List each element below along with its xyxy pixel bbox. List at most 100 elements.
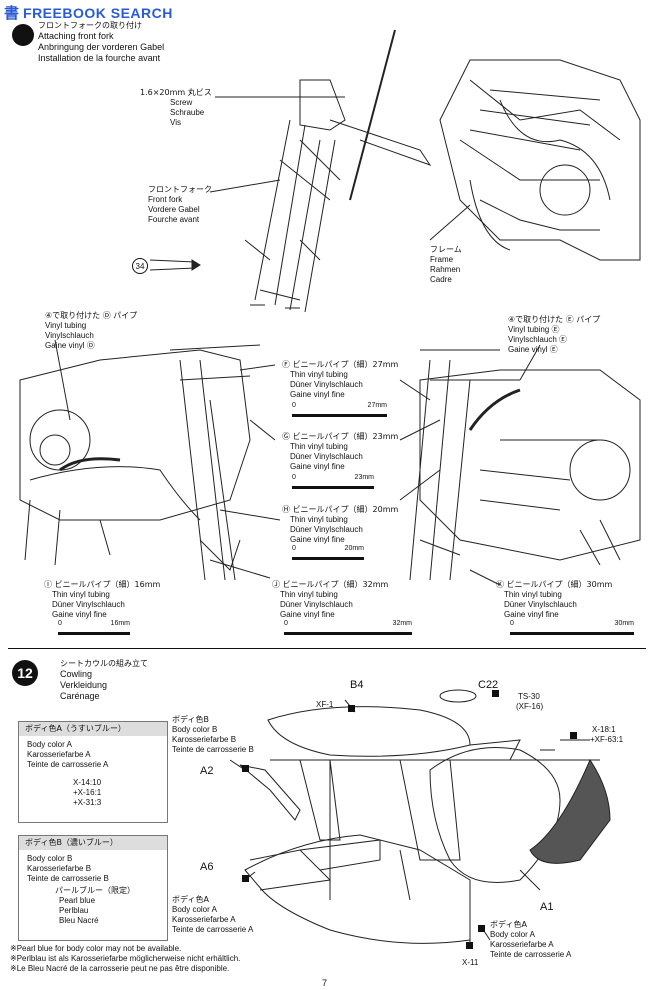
pipe-d-label: ④で取り付けた Ⓓ パイプ Vinyl tubing Vinylschlauch…	[45, 311, 137, 351]
body-color-a-left-jp: ボディ色A	[172, 895, 209, 904]
part-ts30: TS-30	[518, 692, 540, 701]
tube-h-fr: Gaine vinyl fine	[290, 535, 345, 544]
tube-i-ruler: 0 16mm	[58, 620, 130, 636]
part-a2: A2	[200, 765, 214, 777]
color-b-l2: Karosseriefarbe B	[27, 864, 92, 873]
tube-k-ruler: 0 30mm	[510, 620, 634, 636]
pipe-e-label: ④で取り付けた Ⓔ パイプ Vinyl tubing Ⓔ Vinylschlau…	[508, 315, 600, 355]
body-color-b-fr: Teinte de carrosserie B	[172, 745, 254, 754]
fork-label-en: Front fork	[148, 195, 183, 204]
fork-label-jp: フロントフォーク	[148, 185, 212, 194]
tube-k-fr: Gaine vinyl fine	[504, 610, 559, 619]
color-a-labels: Body color A Karosseriefarbe A Teinte de…	[27, 740, 108, 770]
color-b-p1: パールブルー（限定）	[55, 886, 135, 895]
marker-a1	[478, 925, 485, 932]
body-color-a-left-en: Body color A	[172, 905, 217, 914]
color-a-l2: Karosseriefarbe A	[27, 750, 91, 759]
notes: ※Pearl blue for body color may not be av…	[10, 944, 240, 974]
color-b-head-text: ボディ色B（濃いブルー）	[25, 838, 118, 847]
color-b-p3: Perlblau	[59, 906, 89, 915]
tube-i-en: Thin vinyl tubing	[52, 590, 110, 599]
step-12-number: 12	[17, 665, 33, 681]
step-11-title-en: Attaching front fork	[38, 31, 114, 41]
color-b-l1: Body color B	[27, 854, 73, 863]
tube-i: Ⓘ ビニールパイプ（細）16mm Thin vinyl tubing Düner…	[44, 580, 161, 635]
step-11-badge	[12, 24, 34, 46]
tube-j-de: Düner Vinylschlauch	[280, 600, 353, 609]
ref-34-text: 34	[135, 261, 145, 271]
tube-h: Ⓗ ビニールパイプ（細）20mm Thin vinyl tubing Düner…	[282, 505, 398, 560]
tube-f-jp: Ⓕ ビニールパイプ（細）27mm	[282, 360, 399, 369]
tube-i-jp: Ⓘ ビニールパイプ（細）16mm	[44, 580, 161, 589]
frame-label-jp: フレーム	[430, 245, 462, 254]
fork-label-de: Vordere Gabel	[148, 205, 200, 214]
screw-label-de: Schraube	[170, 108, 205, 117]
tube-g-de: Düner Vinylschlauch	[290, 452, 363, 461]
frame-label: フレーム Frame Rahmen Cadre	[430, 245, 462, 285]
tube-f-fr: Gaine vinyl fine	[290, 390, 345, 399]
body-color-a-right-de: Karosseriefarbe A	[490, 940, 554, 949]
frame-label-en: Frame	[430, 255, 454, 264]
color-b-box: ボディ色B（濃いブルー） Body color B Karosseriefarb…	[18, 835, 168, 941]
note-2: ※Perlblau ist als Karosseriefarbe möglic…	[10, 954, 241, 963]
part-xf1: XF-1	[316, 700, 334, 709]
marker-b4	[348, 705, 355, 712]
tube-j-en: Thin vinyl tubing	[280, 590, 338, 599]
marker-x11	[466, 942, 473, 949]
tube-g-zero: 0	[292, 474, 296, 481]
step-12-title-fr: Carénage	[60, 691, 100, 701]
tube-f-bar	[292, 414, 387, 417]
pipe-d-jp: ④で取り付けた Ⓓ パイプ	[45, 311, 138, 320]
pipe-d-de: Vinylschlauch	[45, 331, 94, 340]
body-color-a-left-de: Karosseriefarbe A	[172, 915, 236, 924]
tube-j-ruler: 0 32mm	[284, 620, 412, 636]
pipe-e-en: Vinyl tubing Ⓔ	[508, 325, 560, 334]
tube-k-jp: Ⓚ ビニールパイプ（細）30mm	[496, 580, 613, 589]
body-color-a-right-fr: Teinte de carrosserie A	[490, 950, 572, 959]
tube-g-ruler: 0 23mm	[292, 474, 374, 490]
frame-label-fr: Cadre	[430, 275, 452, 284]
tube-j-len: 32mm	[392, 620, 412, 627]
tube-h-len: 20mm	[344, 545, 364, 552]
tube-g: Ⓖ ビニールパイプ（細）23mm Thin vinyl tubing Düner…	[282, 432, 398, 489]
color-a-l1: Body color A	[27, 740, 72, 749]
color-a-box: ボディ色A（うすいブルー） Body color A Karosseriefar…	[18, 721, 168, 823]
page-number: 7	[322, 978, 328, 988]
screw-label-fr: Vis	[170, 118, 181, 127]
tube-i-fr: Gaine vinyl fine	[52, 610, 107, 619]
tube-j-fr: Gaine vinyl fine	[280, 610, 335, 619]
marker-a6	[242, 875, 249, 882]
tube-g-bar	[292, 486, 374, 489]
part-c22: C22	[478, 679, 499, 691]
tube-h-en: Thin vinyl tubing	[290, 515, 348, 524]
tube-k-len: 30mm	[614, 620, 634, 627]
tube-f-zero: 0	[292, 402, 296, 409]
tube-j: Ⓙ ビニールパイプ（細）32mm Thin vinyl tubing Düner…	[272, 580, 422, 635]
step-11-title-jp: フロントフォークの取り付け	[38, 21, 142, 30]
body-color-a-right-en: Body color A	[490, 930, 535, 939]
watermark-kanji: 書	[4, 4, 20, 22]
tube-f-ruler: 0 27mm	[292, 402, 387, 418]
ref-34-badge: 34	[132, 258, 148, 274]
body-color-a-right-jp: ボディ色A	[490, 920, 527, 929]
color-b-p2: Pearl blue	[59, 896, 96, 905]
marker-x18	[570, 732, 577, 739]
watermark: 書 FREEBOOK SEARCH	[4, 2, 173, 23]
body-color-a-left-fr: Teinte de carrosserie A	[172, 925, 254, 934]
tube-f-len: 27mm	[367, 402, 387, 409]
step-12-title-de: Verkleidung	[60, 680, 108, 690]
watermark-text: FREEBOOK SEARCH	[23, 4, 173, 21]
step-12-divider	[8, 648, 646, 649]
tube-i-bar	[58, 632, 130, 635]
tube-h-bar	[292, 557, 364, 560]
screw-label-en: Screw	[170, 98, 193, 107]
tube-i-zero: 0	[58, 620, 62, 627]
color-b-p4: Bleu Nacré	[59, 916, 99, 925]
tube-k-en: Thin vinyl tubing	[504, 590, 562, 599]
tube-g-len: 23mm	[354, 474, 374, 481]
tube-h-ruler: 0 20mm	[292, 545, 364, 561]
body-color-b-jp: ボディ色B	[172, 715, 209, 724]
color-b-l3: Teinte de carrosserie B	[27, 874, 109, 883]
fork-label: フロントフォーク Front fork Vordere Gabel Fourch…	[148, 185, 212, 225]
body-color-b-en: Body color B	[172, 725, 218, 734]
